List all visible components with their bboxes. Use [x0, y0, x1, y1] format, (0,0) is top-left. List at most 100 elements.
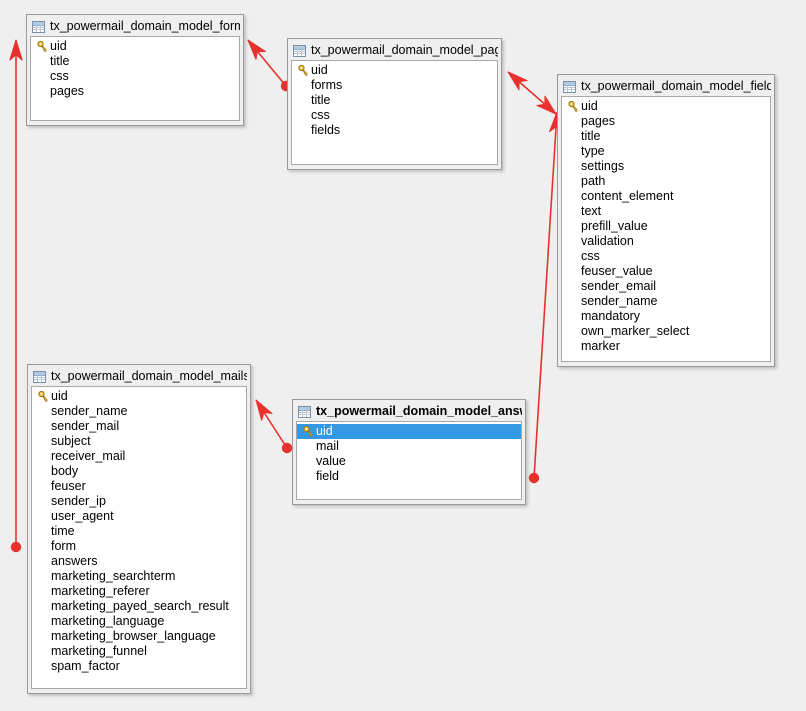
field-indent-spacer — [36, 495, 51, 508]
field-row[interactable]: pages — [31, 84, 239, 99]
field-row[interactable]: uid — [297, 424, 521, 439]
field-indent-spacer — [36, 660, 51, 673]
field-indent-spacer — [566, 130, 581, 143]
field-row[interactable]: sender_ip — [32, 494, 246, 509]
field-row[interactable]: marketing_funnel — [32, 644, 246, 659]
field-name: validation — [581, 234, 634, 248]
field-row[interactable]: marketing_referer — [32, 584, 246, 599]
relation-mails-to-forms[interactable] — [9, 39, 23, 553]
field-indent-spacer — [566, 220, 581, 233]
field-row[interactable]: answers — [32, 554, 246, 569]
field-name: time — [51, 524, 75, 538]
field-row[interactable]: forms — [292, 78, 497, 93]
primary-key-icon — [301, 425, 316, 438]
field-row[interactable]: text — [562, 204, 770, 219]
field-row[interactable]: uid — [292, 63, 497, 78]
field-row[interactable]: type — [562, 144, 770, 159]
field-row[interactable]: field — [297, 469, 521, 484]
field-row[interactable]: sender_name — [562, 294, 770, 309]
field-indent-spacer — [566, 160, 581, 173]
field-row[interactable]: sender_mail — [32, 419, 246, 434]
table-title-pages[interactable]: tx_powermail_domain_model_pages — [291, 41, 498, 60]
field-row[interactable]: feuser_value — [562, 264, 770, 279]
field-row[interactable]: form — [32, 539, 246, 554]
table-title-fields[interactable]: tx_powermail_domain_model_fields — [561, 77, 771, 96]
field-row[interactable]: css — [562, 249, 770, 264]
field-row[interactable]: pages — [562, 114, 770, 129]
field-row[interactable]: value — [297, 454, 521, 469]
field-row[interactable]: title — [31, 54, 239, 69]
field-indent-spacer — [36, 420, 51, 433]
field-row[interactable]: content_element — [562, 189, 770, 204]
field-indent-spacer — [566, 145, 581, 158]
field-row[interactable]: marketing_payed_search_result — [32, 599, 246, 614]
field-name: uid — [50, 39, 67, 53]
field-row[interactable]: user_agent — [32, 509, 246, 524]
field-name: marketing_searchterm — [51, 569, 176, 583]
field-name: text — [581, 204, 602, 218]
field-row[interactable]: css — [292, 108, 497, 123]
field-name: type — [581, 144, 605, 158]
field-row[interactable]: sender_email — [562, 279, 770, 294]
field-indent-spacer — [36, 600, 51, 613]
field-row[interactable]: sender_name — [32, 404, 246, 419]
field-indent-spacer — [301, 440, 316, 453]
field-name: path — [581, 174, 606, 188]
relation-answer-to-mails[interactable] — [255, 399, 293, 454]
table-title-answer[interactable]: tx_powermail_domain_model_answer — [296, 402, 522, 421]
field-indent-spacer — [566, 250, 581, 263]
field-row[interactable]: own_marker_select — [562, 324, 770, 339]
field-row[interactable]: spam_factor — [32, 659, 246, 674]
relation-fields-to-pages[interactable] — [507, 71, 557, 115]
field-row[interactable]: feuser — [32, 479, 246, 494]
field-name: spam_factor — [51, 659, 120, 673]
field-row[interactable]: receiver_mail — [32, 449, 246, 464]
field-indent-spacer — [36, 405, 51, 418]
table-icon — [33, 370, 46, 383]
field-row[interactable]: fields — [292, 123, 497, 138]
field-row[interactable]: title — [562, 129, 770, 144]
relation-pages-to-forms[interactable] — [247, 39, 292, 92]
field-row[interactable]: uid — [562, 99, 770, 114]
field-row[interactable]: marker — [562, 339, 770, 354]
field-name: value — [316, 454, 346, 468]
field-name: marketing_browser_language — [51, 629, 216, 643]
field-row[interactable]: uid — [32, 389, 246, 404]
field-row[interactable]: time — [32, 524, 246, 539]
table-title-text: tx_powermail_domain_model_forms — [50, 19, 240, 33]
field-row[interactable]: css — [31, 69, 239, 84]
field-row[interactable]: settings — [562, 159, 770, 174]
field-row[interactable]: marketing_language — [32, 614, 246, 629]
field-row[interactable]: subject — [32, 434, 246, 449]
field-row[interactable]: mail — [297, 439, 521, 454]
primary-key-icon — [35, 40, 50, 53]
field-indent-spacer — [566, 310, 581, 323]
field-row[interactable]: marketing_searchterm — [32, 569, 246, 584]
field-row[interactable]: path — [562, 174, 770, 189]
field-row[interactable]: prefill_value — [562, 219, 770, 234]
field-indent-spacer — [36, 540, 51, 553]
field-row[interactable]: title — [292, 93, 497, 108]
relation-line — [255, 399, 288, 449]
table-title-mails[interactable]: tx_powermail_domain_model_mails — [31, 367, 247, 386]
table-title-forms[interactable]: tx_powermail_domain_model_forms — [30, 17, 240, 36]
field-row[interactable]: body — [32, 464, 246, 479]
field-row[interactable]: mandatory — [562, 309, 770, 324]
field-row[interactable]: marketing_browser_language — [32, 629, 246, 644]
relation-arrowhead-start — [536, 95, 557, 115]
field-indent-spacer — [36, 435, 51, 448]
field-name: feuser_value — [581, 264, 653, 278]
field-row[interactable]: validation — [562, 234, 770, 249]
field-row[interactable]: uid — [31, 39, 239, 54]
